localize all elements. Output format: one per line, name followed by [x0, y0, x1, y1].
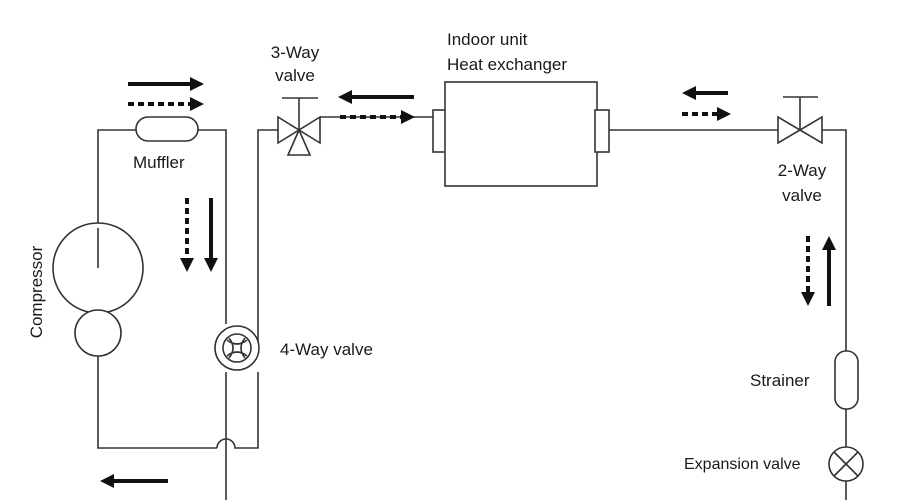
arrow-cooling-down-right-head — [204, 258, 218, 272]
pipe-2way-to-strainer — [822, 129, 847, 353]
muffler — [135, 116, 199, 142]
four-way-valve — [214, 325, 260, 371]
indoor-hx-body — [444, 81, 598, 187]
four-way-valve-inner — [222, 333, 252, 363]
label-two-way-line1: 2-Way — [778, 161, 827, 180]
label-strainer: Strainer — [750, 371, 810, 390]
expansion-valve-cross-b — [833, 451, 859, 477]
compressor-accumulator — [74, 309, 122, 357]
label-indoor-line1: Indoor unit — [447, 30, 528, 49]
three-way-valve-bottom — [286, 128, 312, 156]
two-way-valve-left — [777, 115, 802, 145]
three-way-valve-right — [297, 115, 321, 145]
arrow-heating-to-indoor-head — [401, 110, 415, 124]
expansion-valve — [828, 446, 864, 482]
arrow-heating-muffler-right-head — [190, 97, 204, 111]
pipe-compressor-to-muffler — [97, 129, 140, 268]
two-way-valve — [777, 96, 823, 145]
label-two-way-line2: valve — [782, 186, 822, 205]
indoor-hx-right-port — [594, 109, 610, 153]
pipe-crossover-hump — [216, 372, 259, 449]
two-way-valve-right — [798, 115, 823, 145]
arrow-cooling-to-3way-head — [338, 90, 352, 104]
label-muffler: Muffler — [133, 153, 185, 172]
three-way-valve — [277, 97, 321, 156]
indoor-heat-exchanger — [432, 81, 610, 187]
arrow-cooling-muffler-right-head — [190, 77, 204, 91]
label-expansion: Expansion valve — [684, 456, 801, 473]
arrow-heating-down-right-line-head — [801, 292, 815, 306]
arrow-cooling-up-right-line-head — [822, 236, 836, 250]
labels: 3-Way valve Indoor unit Heat exchanger M… — [27, 30, 827, 473]
three-way-valve-left — [277, 115, 301, 145]
pipe-muffler-to-4way — [196, 129, 227, 324]
pipe-4way-to-3way — [248, 129, 278, 349]
pipe-compressor-suction-loop — [97, 355, 217, 449]
four-way-valve-channels — [226, 337, 248, 359]
arrow-heating-to-2way-head — [717, 107, 731, 121]
flow-arrows — [100, 77, 836, 488]
label-three-way-line2: valve — [275, 66, 315, 85]
label-indoor-line2: Heat exchanger — [447, 55, 567, 74]
label-four-way: 4-Way valve — [280, 340, 373, 359]
arrow-cooling-to-indoor-head — [682, 86, 696, 100]
compressor — [52, 222, 144, 357]
label-three-way-line1: 3-Way — [271, 43, 320, 62]
arrow-cooling-bottom-left-head — [100, 474, 114, 488]
strainer — [834, 350, 859, 410]
arrow-heating-down-left-head — [180, 258, 194, 272]
label-compressor: Compressor — [27, 245, 46, 338]
